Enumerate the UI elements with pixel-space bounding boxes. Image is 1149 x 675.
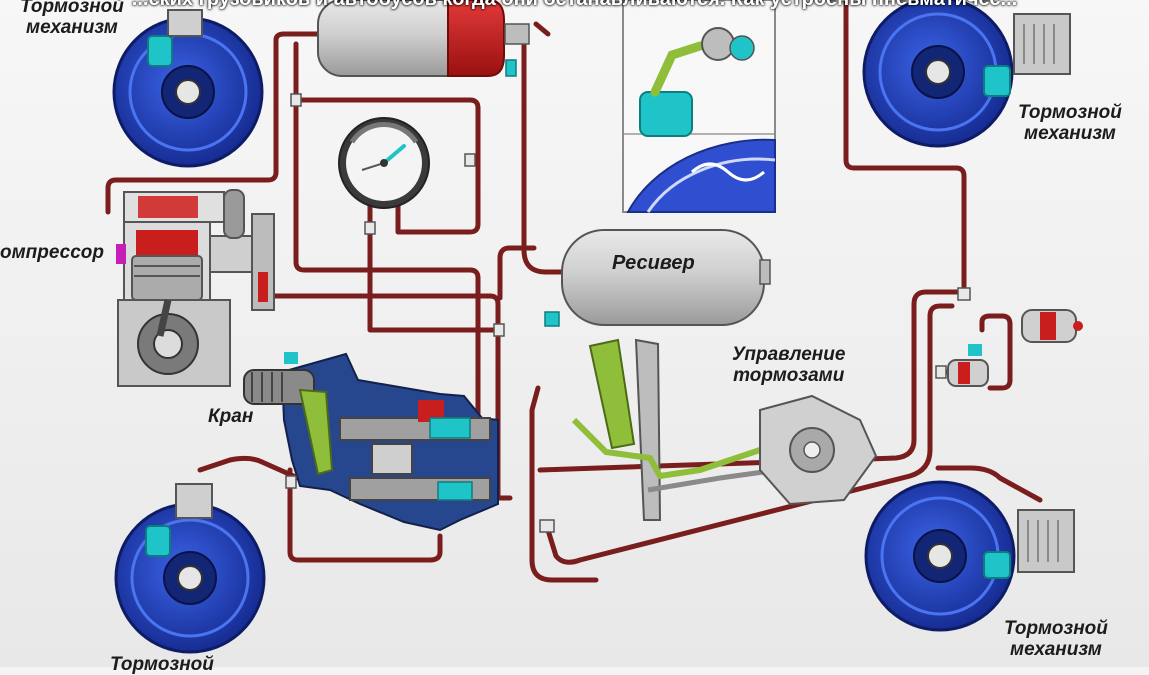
- label-line: Тормозной: [1004, 618, 1108, 639]
- pressure-gauge: [338, 117, 430, 209]
- main-receiver-tank: [544, 229, 771, 327]
- label-line: Управление: [732, 344, 846, 365]
- video-caption: ...ских грузовиков и автобусов когда они…: [0, 0, 1149, 16]
- top-receiver-tank: [317, 0, 530, 77]
- relay-valve-lower: [947, 344, 989, 387]
- label-brake-mechanism-top-left: Тормозной механизм: [20, 0, 124, 38]
- label-line: тормозами: [733, 365, 845, 386]
- pipe-fittings: [285, 93, 971, 533]
- label-compressor: омпрессор: [0, 242, 105, 263]
- brake-drum-bottom-left: [114, 483, 266, 654]
- label-line: механизм: [1024, 123, 1116, 144]
- label-valve: Кран: [208, 406, 254, 427]
- label-line: Тормозной: [1018, 102, 1122, 123]
- label-brake-control: Управление тормозами: [732, 344, 845, 386]
- label-line: механизм: [26, 17, 118, 38]
- label-brake-mechanism-bottom-right: Тормозной механизм: [1004, 618, 1108, 660]
- relay-valve-upper: [1021, 309, 1083, 343]
- brake-drum-top-left: [112, 9, 264, 168]
- compressor: [116, 189, 275, 387]
- brake-drum-top-right: [862, 0, 1071, 148]
- label-line: Тормозной: [20, 0, 124, 17]
- label-line: механизм: [1010, 639, 1102, 660]
- brake-drum-bottom-right: [864, 480, 1075, 632]
- brake-detail-inset: [622, 0, 776, 213]
- label-receiver: Ресивер: [612, 252, 695, 274]
- brake-valve: [243, 352, 499, 532]
- label-brake-mechanism-bottom-left: Тормозной: [110, 654, 214, 675]
- label-brake-mechanism-top-right: Тормозной механизм: [1018, 102, 1122, 144]
- brake-control-linkage: [571, 338, 878, 521]
